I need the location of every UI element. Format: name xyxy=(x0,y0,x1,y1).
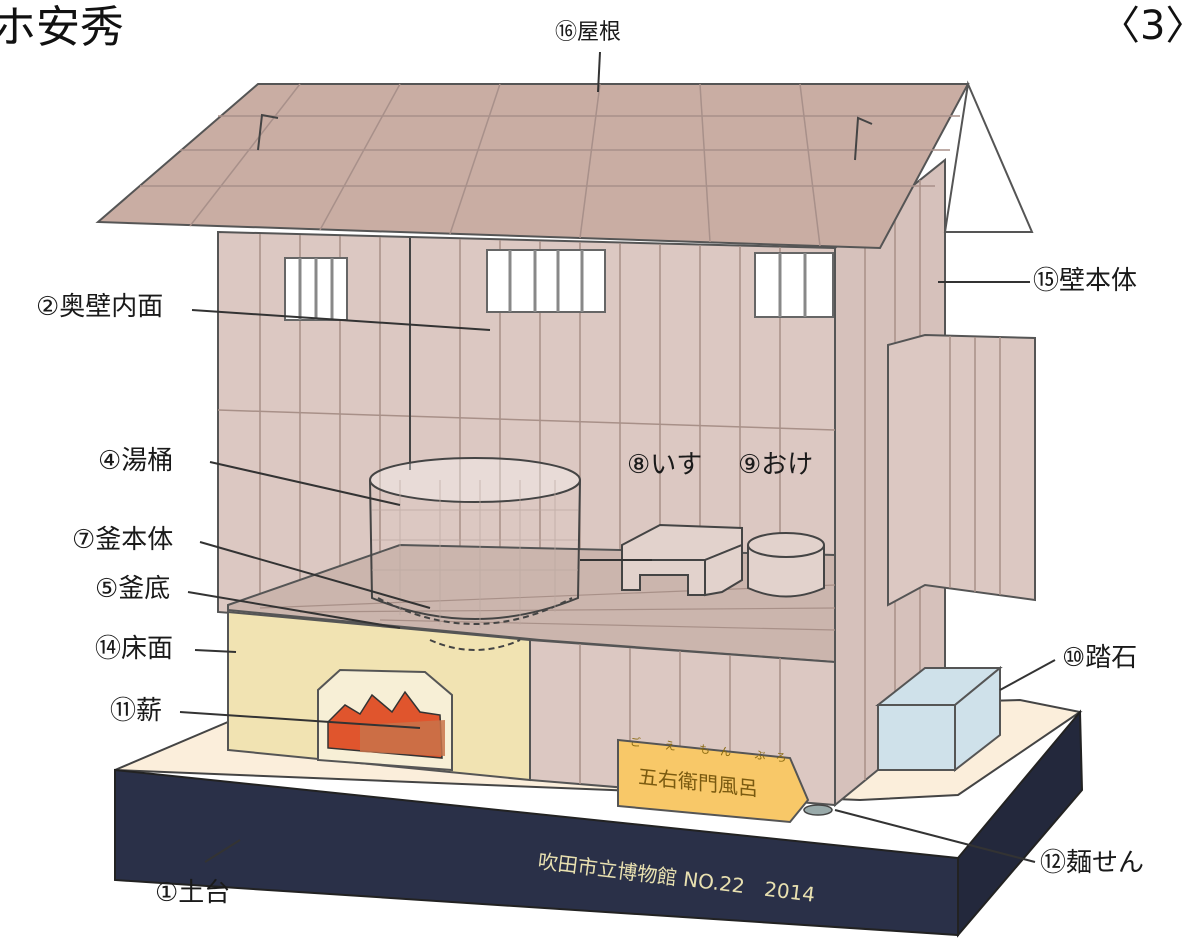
label-kettle-bottom: ⑤釜底 xyxy=(95,574,171,604)
label-back-wall: ②奥壁内面 xyxy=(36,292,164,322)
roof-gable xyxy=(943,80,1034,233)
label-kettle-body: ⑦釜本体 xyxy=(72,525,174,555)
leader-lines xyxy=(179,51,1056,863)
step-stone xyxy=(875,665,1003,773)
label-drain-plug: ⑫麺せん xyxy=(1040,848,1145,878)
label-roof: ⑯屋根 xyxy=(555,20,622,45)
bucket xyxy=(747,532,825,598)
roof xyxy=(95,83,970,250)
label-step-stone: ⑩踏石 xyxy=(1062,643,1138,673)
page-number: 〈3〉 xyxy=(1100,3,1198,49)
bath-tub xyxy=(369,457,581,651)
drain-plug xyxy=(803,804,833,816)
label-chair: ⑧いす xyxy=(627,450,703,480)
windows xyxy=(284,249,834,321)
sign-board xyxy=(617,738,810,824)
label-firewood: ⑪薪 xyxy=(110,696,163,726)
label-wall-body: ⑮壁本体 xyxy=(1033,266,1138,296)
label-base: ①土台 xyxy=(155,878,231,908)
firewood-log xyxy=(360,720,445,756)
chair xyxy=(621,523,743,597)
door-panel xyxy=(887,333,1036,607)
label-floor: ⑭床面 xyxy=(95,634,174,664)
label-bath-tub: ④湯桶 xyxy=(98,446,174,476)
base-side xyxy=(957,709,1084,938)
document-title: ホ安秀 xyxy=(0,2,124,53)
label-bucket: ⑨おけ xyxy=(738,450,814,480)
